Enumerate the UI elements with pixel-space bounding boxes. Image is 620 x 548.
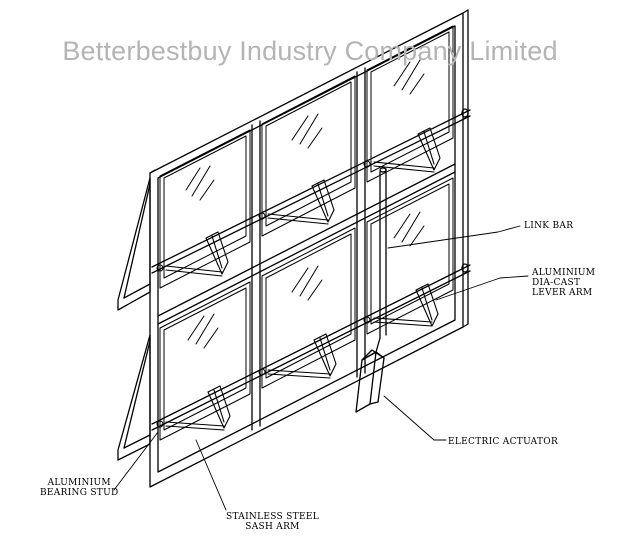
electric-actuator-label: ELECTRIC ACTUATOR — [448, 437, 558, 447]
electric-actuator-label-line: ELECTRIC ACTUATOR — [448, 437, 559, 447]
bearing-stud-label-line-2: BEARING STUD — [40, 488, 119, 498]
lever-arm-label-line-2: DIA-CAST — [532, 278, 581, 288]
outer-frame — [149, 9, 469, 488]
link-bar-label-line: LINK BAR — [524, 221, 574, 231]
open-sash-left-bottom — [117, 334, 151, 461]
transom — [157, 163, 456, 325]
vertical-link-bar — [379, 167, 387, 339]
bearing-stud-label-line-1: ALUMINIUM — [47, 478, 111, 488]
sash-frames — [159, 25, 454, 441]
electric-actuator-shape — [355, 337, 385, 413]
lever-arm-label: ALUMINIUM DIA-CAST LEVER ARM — [532, 268, 595, 298]
leader-lines — [113, 225, 529, 511]
sash-arm-label: STAINLESS STEEL SASH ARM — [226, 512, 319, 532]
link-bars — [151, 108, 471, 431]
lever-arms — [165, 127, 441, 431]
lever-arm-label-line-1: ALUMINIUM — [532, 268, 596, 278]
bearing-stud-label: ALUMINIUM BEARING STUD — [40, 478, 119, 498]
sash-arm-label-line-1: STAINLESS STEEL — [226, 512, 319, 522]
lever-arm-label-line-3: LEVER ARM — [532, 288, 593, 298]
sash-arm-label-line-2: SASH ARM — [245, 522, 300, 532]
mullions — [251, 67, 366, 431]
link-bar-label: LINK BAR — [524, 221, 573, 231]
glass-panes — [163, 31, 450, 431]
open-sash-left-top — [117, 177, 151, 311]
bearing-studs — [156, 160, 371, 428]
